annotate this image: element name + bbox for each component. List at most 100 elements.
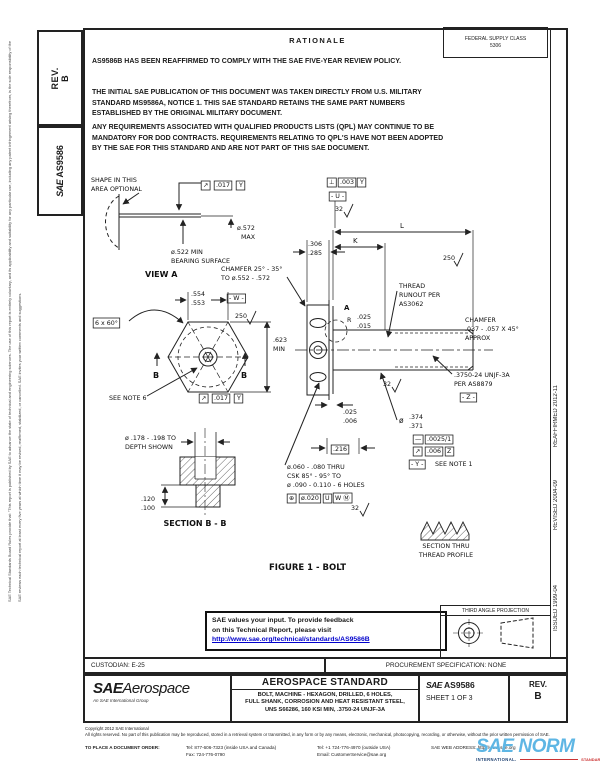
view-a-label: VIEW A: [145, 270, 178, 279]
feedback-link[interactable]: http://www.sae.org/technical/standards/A…: [212, 636, 370, 644]
drawing-label: SECTION THRU: [422, 543, 470, 550]
drawing-label: .623: [273, 337, 287, 344]
fcf-box: [424, 446, 444, 457]
rev-block-value: B: [534, 691, 542, 702]
drawing-label: .006: [343, 418, 357, 425]
sae-aerospace-logo: SAEAerospace An SAE International Group: [85, 676, 232, 721]
fcf-box: [235, 180, 246, 191]
drawing-label: .006: [427, 448, 441, 455]
section-bb-label: SECTION B - B: [164, 519, 227, 528]
fcf-box: [213, 180, 233, 191]
fcf-box: [198, 393, 209, 404]
feedback-box: SAE values your input. To provide feedba…: [205, 611, 447, 651]
sae-logo: SAE: [55, 179, 65, 197]
drawing-label: ø.060 - .080 THRU: [287, 464, 345, 471]
drawing-label: RUNOUT PER: [399, 292, 441, 299]
drawing-label: .3750-24 UNJF-3A: [454, 372, 510, 379]
drawing-label: AS3062: [399, 301, 423, 308]
perpendicularity-symbol: ⊥: [329, 179, 335, 186]
circular-runout-symbol: ↗: [203, 182, 208, 189]
circular-runout-symbol: ↗: [201, 395, 206, 402]
drawing-label: .017: [214, 395, 228, 402]
feedback-line-1: SAE values your input. To provide feedba…: [212, 617, 354, 624]
custodian-cell: CUSTODIAN: E-25: [85, 659, 326, 672]
fcf-box: [412, 446, 423, 457]
margin-disclaimer-1: SAE Technical Standards Board Rules prov…: [7, 40, 12, 602]
third-angle-projection-box: THIRD ANGLE PROJECTION: [440, 605, 550, 657]
drawing-label: .037 - .057 X 45°: [465, 325, 519, 333]
drawing-label: PER AS8879: [454, 381, 492, 388]
third-angle-projection-symbol: [453, 617, 534, 649]
drawing-label: .554: [191, 291, 205, 298]
federal-supply-class-box: FEDERAL SUPPLY CLASS 5306: [443, 27, 548, 58]
sae-norm-watermark: SAE NORM INTERNATIONAL. STANDARDS: [476, 737, 600, 762]
watermark-sub: INTERNATIONAL.: [476, 757, 517, 762]
drawing-label: B: [241, 371, 247, 380]
drawing-label: CHAMFER: [465, 317, 496, 324]
drawing-label: ø .090 - 0.110 - 6 HOLES: [287, 482, 365, 489]
drawing-label: R: [347, 317, 352, 324]
stamp-revised: REVISED 2004-09: [553, 480, 559, 531]
drawing-label: 32: [351, 505, 359, 512]
fcf-box: [356, 177, 367, 188]
logo-aerospace: Aerospace: [122, 680, 190, 697]
info-row: CUSTODIAN: E-25 PROCUREMENT SPECIFICATIO…: [83, 657, 568, 674]
drawing-label: 250: [235, 313, 247, 320]
drawing-label: .025: [343, 409, 357, 416]
fsc-label: FEDERAL SUPPLY CLASS: [464, 35, 527, 42]
watermark-brand: SAE NORM: [476, 736, 575, 757]
drawing-label: ø: [399, 416, 404, 425]
drawing-label: ø .178 - .198 TO: [125, 435, 176, 442]
standard-type-heading: AEROSPACE STANDARD: [232, 676, 418, 690]
rationale-heading: RATIONALE: [289, 36, 346, 45]
fcf-box: [298, 493, 322, 504]
stamp-column-divider: [550, 28, 551, 657]
rev-tab-label: REV.: [49, 66, 60, 90]
drawing-label: SHAPE IN THIS: [91, 177, 137, 184]
datum-w: - W -: [229, 295, 244, 302]
fcf-box: [200, 180, 211, 191]
email: Email: CustomerService@sae.org: [317, 751, 387, 757]
order-footer: TO PLACE A DOCUMENT ORDER: Tel: 877-606-…: [85, 745, 585, 759]
fcf-box: [286, 493, 297, 504]
drawing-label: THREAD: [398, 283, 425, 290]
web-address: SAE WEB ADDRESS: http://www.sae.org: [431, 745, 516, 750]
drawing-label: TO ø.552 - .572: [220, 275, 270, 282]
drawing-label: .120: [141, 496, 155, 503]
feedback-line-2: on this Technical Report, please visit: [212, 626, 332, 634]
fcf-box: [412, 434, 424, 445]
fcf-box: [211, 393, 231, 404]
watermark-divider: [519, 758, 579, 761]
datum-y: - Y -: [411, 461, 423, 468]
drawing-label: U: [325, 495, 330, 502]
drawing-label: ø.020: [301, 495, 319, 502]
drawing-label: K: [353, 237, 358, 245]
logo-tagline: An SAE International Group: [93, 698, 149, 703]
document-title-line-3: UNS S66286, 160 KSI MIN, .3750-24 UNJF-3…: [264, 706, 386, 713]
drawing-label: ø.522 MIN: [171, 249, 203, 256]
tel-outside: Tel: +1 724-776-4970 (outside USA): [317, 745, 391, 750]
drawing-label: Y: [359, 179, 364, 186]
watermark-accent: STANDARDS: [581, 757, 600, 762]
margin-disclaimer-2: SAE reviews each technical report at lea…: [17, 292, 22, 602]
title-block: SAEAerospace An SAE International Group …: [83, 674, 568, 723]
rationale-paragraph-2: THE INITIAL SAE PUBLICATION OF THIS DOCU…: [92, 89, 422, 117]
drawing-label: Z: [447, 448, 452, 455]
stamp-issued: ISSUED 1999-04: [553, 585, 559, 632]
straightness-symbol: —: [415, 436, 421, 443]
doc-number-tab: SAE AS9586: [37, 126, 83, 216]
drawing-label: .374: [409, 414, 423, 421]
drawing-label: .285: [308, 250, 322, 257]
tel-inside: Tel: 877-606-7323 (inside USA and Canada…: [186, 745, 277, 750]
figure-caption: FIGURE 1 - BOLT: [269, 563, 346, 573]
drawing-label: CHAMFER 25° - 35°: [221, 265, 282, 273]
fsc-value: 5306: [489, 42, 502, 49]
drawing-label: L: [400, 222, 404, 230]
fcf-box: [424, 434, 454, 445]
rationale-paragraph-1: AS9586B HAS BEEN REAFFIRMED TO COMPLY WI…: [92, 58, 402, 65]
fcf-box: [330, 444, 350, 455]
rev-tab-value: B: [60, 74, 70, 82]
drawing-label: 6 x 60°: [95, 319, 118, 327]
